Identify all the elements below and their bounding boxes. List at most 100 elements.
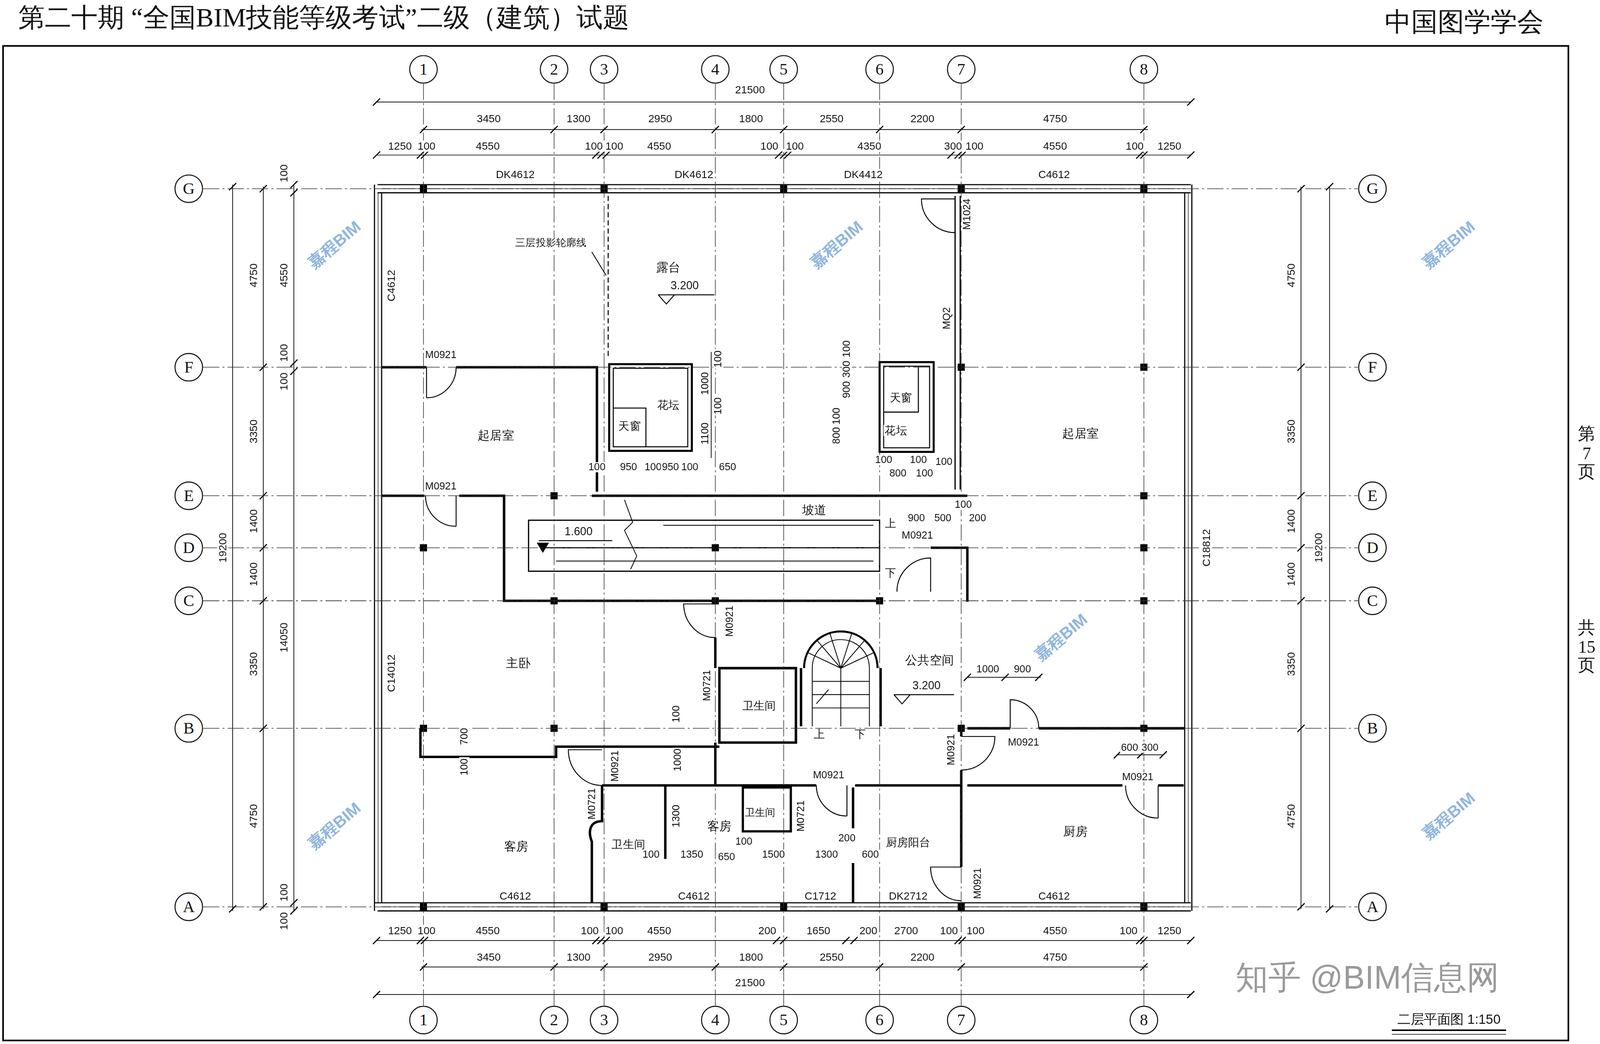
- dimension-number: 100: [965, 925, 986, 937]
- room-name: 厨房阳台: [884, 837, 932, 849]
- axis-bubble: 8: [1129, 54, 1158, 84]
- ramp-arrow-line: [556, 499, 874, 570]
- header-text: 中国图学学会: [1383, 9, 1546, 36]
- dimension-number: 1300: [671, 804, 682, 829]
- watermark: 嘉程BIM: [1418, 789, 1480, 844]
- room-name: 起居室: [476, 429, 516, 442]
- window-tag: C4612: [676, 890, 711, 902]
- door-tag: M0921: [1120, 772, 1155, 783]
- projection-outline: [607, 195, 609, 360]
- door-tag: M1024: [962, 197, 973, 232]
- dimension-tick: [229, 98, 1334, 999]
- dimension-number: 100: [278, 371, 289, 392]
- dimension-number: 300: [943, 140, 963, 152]
- dimension-number: 1400: [247, 561, 259, 588]
- dimension-number: 3350: [247, 418, 259, 445]
- ramp-outline: [528, 520, 880, 572]
- plan-linework: [2, 45, 1569, 1041]
- dimension-number: 100: [671, 704, 682, 725]
- room-name: 起居室: [1061, 427, 1101, 440]
- axis-bubble: 1: [409, 1006, 438, 1035]
- dimension-line: [232, 102, 1330, 995]
- window-tag: C1712: [803, 890, 838, 902]
- dimension-number: 2200: [909, 113, 936, 124]
- axis-line: [553, 83, 555, 1007]
- dimension-number: 1250: [387, 925, 414, 937]
- dimension-number: 21500: [734, 84, 767, 95]
- dimension-number: 1250: [1156, 140, 1183, 152]
- axis-label: 8: [1130, 1011, 1158, 1030]
- dimension-number: 1100: [700, 421, 711, 446]
- dimension-number: 100: [713, 396, 724, 417]
- axis-line: [879, 83, 880, 1007]
- door-tag: M0721: [795, 799, 807, 833]
- elevation-value: 3.200: [911, 679, 942, 691]
- axis-label: D: [175, 538, 203, 558]
- axis-label: 7: [948, 1011, 975, 1030]
- dimension-number: 1300: [565, 951, 592, 963]
- dimension-number: 1000: [700, 371, 711, 396]
- dimension-number: 100: [909, 455, 929, 466]
- axis-bubble: G: [174, 174, 203, 203]
- planter-inner: [613, 368, 689, 447]
- dimension-number: 100: [914, 468, 935, 479]
- dimension-number: 1500: [761, 849, 786, 860]
- dimension-number: 100: [759, 140, 780, 152]
- dimension-number: 1350: [679, 849, 704, 860]
- axis-bubble: B: [174, 714, 203, 743]
- room-name: 卫生间: [743, 807, 777, 819]
- axis-bubble: A: [1358, 892, 1387, 922]
- axis-label: 2: [540, 60, 568, 79]
- dimension-number: 100: [680, 462, 700, 473]
- dimension-number: 100: [584, 140, 604, 152]
- dimension-number: 4550: [278, 262, 289, 289]
- axis-bubble: 4: [701, 54, 730, 84]
- dimension-number: 200: [967, 513, 988, 524]
- dimension-number: 4750: [1041, 113, 1068, 124]
- dimension-number: 100: [1124, 140, 1145, 152]
- dimension-number: 2200: [909, 951, 936, 963]
- axis-label: C: [175, 591, 203, 611]
- sheet-frame: [2, 45, 1569, 1041]
- axis-bubble: 4: [701, 1006, 730, 1035]
- axis-line: [783, 83, 784, 1007]
- axis-line: [715, 83, 716, 1007]
- room-name: 客房: [706, 820, 733, 833]
- curtain-wall: [955, 195, 961, 490]
- stair-wall: [804, 631, 878, 669]
- axis-bubble: E: [174, 481, 203, 510]
- window-tag: C4612: [1037, 169, 1071, 180]
- axis-bubble: F: [174, 352, 203, 382]
- dimension-number: 900: [841, 380, 852, 400]
- dimension-number: 800: [888, 468, 908, 479]
- dimension-number: 100: [278, 163, 289, 184]
- window-tag: C18812: [1200, 528, 1212, 568]
- axis-label: F: [1359, 358, 1386, 377]
- dimension-number: 100: [579, 925, 600, 937]
- axis-label: E: [1359, 486, 1386, 506]
- axis-line: [203, 906, 1359, 908]
- caption-underline: [1391, 1034, 1507, 1035]
- room-name: 公共空间: [904, 653, 956, 666]
- dimension-number: 19200: [1313, 532, 1324, 564]
- watermark: 嘉程BIM: [1031, 610, 1092, 665]
- axis-line: [203, 547, 1359, 548]
- axis-bubble: C: [174, 586, 203, 616]
- dimension-number: 100: [641, 849, 661, 860]
- window-tag: DK4412: [843, 169, 885, 180]
- door-tag: M0921: [1006, 737, 1041, 748]
- dimension-number: 4350: [856, 140, 883, 152]
- axis-bubble: 7: [947, 1006, 976, 1035]
- room-name: 下: [853, 728, 868, 741]
- room-name: 三层投影轮廓线: [514, 237, 588, 248]
- dimension-number: 1400: [1285, 561, 1297, 588]
- axis-label: 2: [540, 1011, 568, 1030]
- axis-bubble: E: [1358, 481, 1387, 510]
- wall: [381, 367, 1185, 904]
- dimension-number: 100: [841, 339, 852, 359]
- door-tag: M0921: [900, 530, 935, 541]
- window-tag: C14012: [385, 653, 397, 694]
- room-name: 厨房: [1062, 825, 1089, 838]
- axis-label: E: [175, 486, 203, 506]
